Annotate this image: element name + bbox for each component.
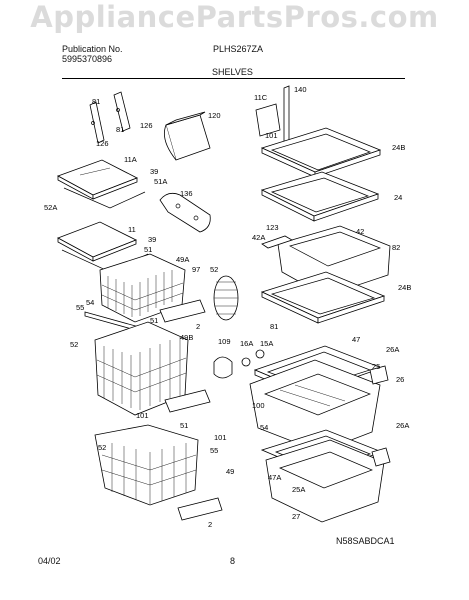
callout-24b: 24B (392, 143, 405, 152)
callout-11a: 11A (124, 155, 137, 164)
callout-51: 51 (180, 421, 188, 430)
callout-42: 42 (356, 227, 364, 236)
callout-126: 126 (140, 121, 153, 130)
callout-100: 100 (252, 401, 265, 410)
callout-97: 97 (192, 265, 200, 274)
shelf-24 (260, 171, 380, 222)
callout-52a: 52A (44, 203, 57, 212)
callout-81: 81 (270, 322, 278, 331)
shelf-11a (57, 159, 146, 209)
knob-109 (213, 349, 265, 379)
callout-47a: 47A (268, 473, 281, 482)
callout-101: 101 (214, 433, 227, 442)
callout-15a: 15A (260, 339, 273, 348)
callout-109: 109 (218, 337, 231, 346)
basket-49a (99, 253, 206, 323)
footer-date: 04/02 (38, 556, 61, 566)
callout-126: 126 (96, 139, 109, 148)
callout-24: 24 (394, 193, 402, 202)
callout-47: 47 (352, 335, 360, 344)
callout-49b: 49B (180, 333, 193, 342)
callout-2: 2 (208, 520, 212, 529)
callout-123: 123 (266, 223, 279, 232)
rail-140 (255, 85, 290, 163)
callout-27: 27 (292, 512, 300, 521)
callout-81: 81 (92, 97, 100, 106)
callout-51a: 51A (154, 177, 167, 186)
coil-97 (213, 275, 239, 321)
crisper-100 (249, 359, 389, 453)
callout-26a: 26A (386, 345, 399, 354)
callout-55: 55 (210, 446, 218, 455)
header-rule (62, 78, 405, 79)
callout-24b: 24B (398, 283, 411, 292)
callout-54: 54 (260, 423, 268, 432)
callout-42a: 42A (252, 233, 265, 242)
callout-120: 120 (208, 111, 221, 120)
bin-120 (163, 111, 211, 161)
callout-55: 55 (76, 303, 84, 312)
callout-52: 52 (98, 443, 106, 452)
callout-136: 136 (180, 189, 193, 198)
guard-136 (159, 192, 211, 233)
pan-27 (265, 439, 391, 523)
callout-81: 81 (116, 125, 124, 134)
basket-49b (94, 321, 211, 416)
footer-drawing-id: N58SABDCA1 (336, 536, 395, 546)
publication-label: Publication No. (62, 44, 123, 54)
callout-11: 11 (128, 225, 136, 234)
shelf-24b-top (260, 127, 382, 178)
callout-16a: 16A (240, 339, 253, 348)
callout-101: 101 (136, 411, 149, 420)
model-number: PLHS267ZA (213, 44, 264, 54)
section-title: SHELVES (212, 67, 253, 77)
callout-52: 52 (210, 265, 218, 274)
callout-26: 26 (396, 375, 404, 384)
publication-number: 5995370896 (62, 54, 113, 64)
callout-101: 101 (265, 131, 278, 140)
callout-25: 25 (372, 362, 380, 371)
shelf-24b-lower (260, 271, 386, 324)
callout-39: 39 (148, 235, 156, 244)
callout-2: 2 (196, 322, 200, 331)
callout-49: 49 (226, 467, 234, 476)
callout-140: 140 (294, 85, 307, 94)
callout-11c: 11C (254, 93, 268, 102)
footer-page: 8 (230, 556, 236, 566)
callout-39: 39 (150, 167, 158, 176)
basket-49 (94, 424, 223, 521)
callout-25a: 25A (292, 485, 305, 494)
bracket-left (89, 91, 131, 144)
callout-82: 82 (392, 243, 400, 252)
callout-49a: 49A (176, 255, 189, 264)
callout-26a: 26A (396, 421, 409, 430)
callout-54: 54 (86, 298, 94, 307)
callout-51: 51 (144, 245, 152, 254)
callout-52: 52 (70, 340, 78, 349)
callout-51: 51 (150, 316, 158, 325)
